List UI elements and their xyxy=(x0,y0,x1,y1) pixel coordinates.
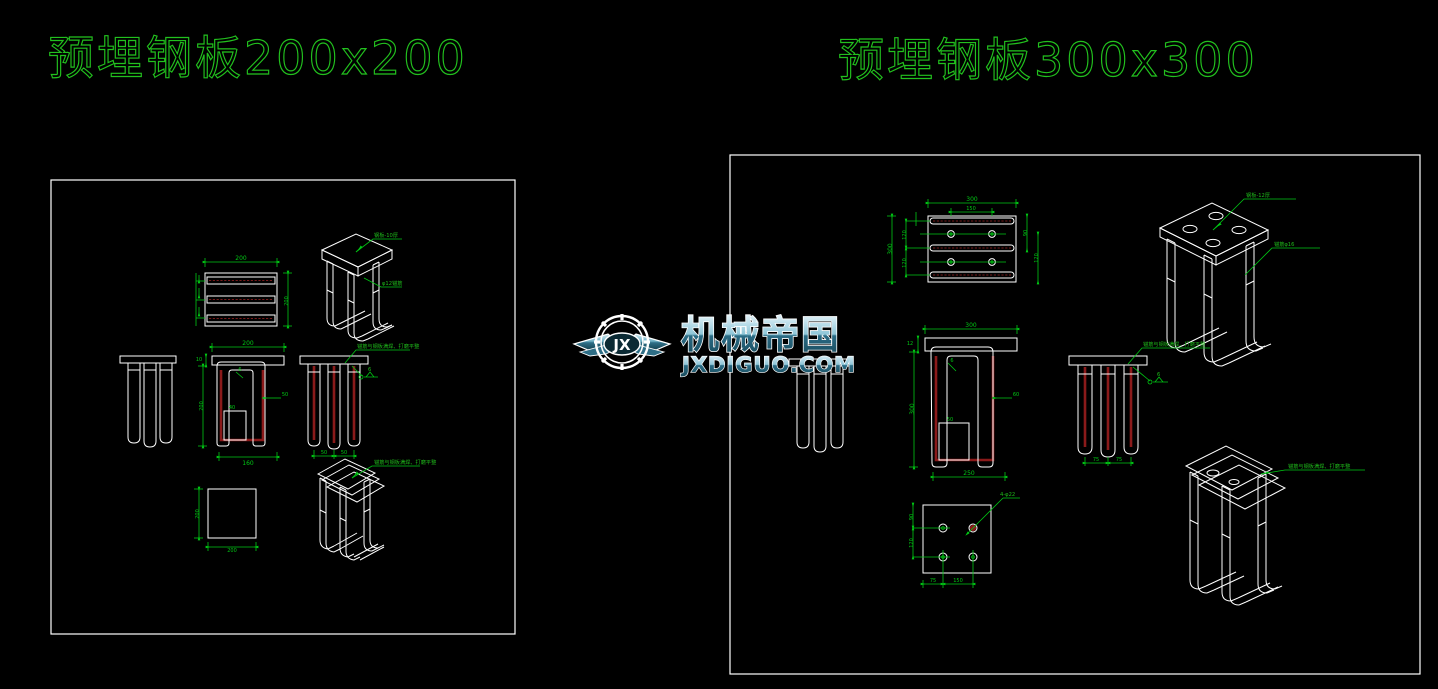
isometric-cage-200: 锚筋与钢板满焊、打磨平整 xyxy=(316,458,436,561)
right-plate-note: 钢板-12厚 xyxy=(1246,191,1270,199)
top300-pitch1-dim: 120 xyxy=(902,230,908,240)
top300-edge2-dim: 120 xyxy=(1034,253,1040,263)
section300-detail-dim: 50 xyxy=(947,417,953,423)
section300-inner-dim: 60 xyxy=(1013,392,1019,398)
front300-spacing-b: 75 xyxy=(1116,457,1122,463)
left-weld-symbol: 6 xyxy=(368,367,371,373)
section300-height-dim: 300 xyxy=(909,403,916,415)
top-view-200: 200 200 xyxy=(195,255,292,329)
right-cage-note: 锚筋与钢板满焊、打磨平整 xyxy=(1288,462,1350,470)
watermark-brand-url: JXDIGUO.COM xyxy=(680,353,856,377)
front-elevation-300: 锚筋与钢板满焊、打磨平整 6 75 75 xyxy=(1068,340,1210,466)
left-panel-title: 预埋钢板200x200 xyxy=(48,31,468,85)
isometric-assembly-300: 钢板-12厚 锚筋φ16 xyxy=(1158,191,1320,367)
hole-plan-edge-top-dim: 90 xyxy=(909,514,915,520)
top-view-height-dim: 200 xyxy=(284,296,290,306)
right-panel-border xyxy=(729,154,1421,675)
top-view-width-dim: 200 xyxy=(235,255,247,262)
side-elevation-300 xyxy=(788,358,852,453)
section-mark: 6 xyxy=(238,367,241,373)
left-weld-note: 锚筋与钢板满焊、打磨平整 xyxy=(357,342,419,350)
hole-callout: 4-φ22 xyxy=(1000,492,1015,498)
top300-pitch2-dim: 120 xyxy=(902,258,908,268)
right-weld-symbol: 6 xyxy=(1157,372,1160,378)
top300-edge1-dim: 90 xyxy=(1023,230,1029,236)
watermark-brand-cn: 机械帝国 xyxy=(681,313,841,357)
logo-mark-text: JX xyxy=(612,336,631,354)
top-view-300: 300 150 90 120 300 120 120 xyxy=(887,196,1040,285)
section-thickness-dim: 10 xyxy=(196,357,202,363)
hole-plan-300: 90 120 75 150 4-φ22 xyxy=(909,492,1020,588)
section300-thickness-dim: 12 xyxy=(907,341,913,347)
left-anchor-note: φ12锚筋 xyxy=(382,279,402,287)
top300-width-dim: 300 xyxy=(966,196,978,203)
winged-gear-icon: JX xyxy=(572,314,672,370)
front-spacing-b: 50 xyxy=(341,450,347,456)
section300-width-dim: 300 xyxy=(965,322,977,329)
section-view-300: 300 300 12 250 50 60 6 xyxy=(907,322,1020,481)
section-height-dim: 200 xyxy=(199,401,205,411)
front300-spacing-a: 75 xyxy=(1093,457,1099,463)
isometric-assembly-200: 钢板-10厚 φ12锚筋 xyxy=(320,231,402,342)
front-elevation-200: 锚筋与钢板满焊、打磨平整 6 50 50 xyxy=(299,342,419,459)
right-weld-note: 锚筋与钢板满焊、打磨平整 xyxy=(1143,340,1205,348)
right-anchor-note: 锚筋φ16 xyxy=(1274,240,1294,248)
section300-mark: 6 xyxy=(950,358,953,364)
plate-plan-width-dim: 200 xyxy=(227,548,237,554)
hole-plan-gauge-dim: 150 xyxy=(953,578,963,584)
watermark-logo: JX 机械帝国 JXDIGUO.COM xyxy=(572,312,856,378)
right-panel-title: 预埋钢板300x300 xyxy=(838,33,1258,87)
left-cage-note: 锚筋与钢板满焊、打磨平整 xyxy=(374,458,436,466)
left-plate-note: 钢板-10厚 xyxy=(374,231,398,239)
front-spacing-a: 50 xyxy=(321,450,327,456)
left-panel-border xyxy=(50,179,516,635)
section300-inner-width-dim: 250 xyxy=(963,470,975,477)
side-elevation-200 xyxy=(119,355,177,448)
section-width-dim: 200 xyxy=(242,340,254,347)
section-view-200: 200 200 10 160 40 50 6 xyxy=(196,340,288,467)
right-panel-content: 300 150 90 120 300 120 120 xyxy=(788,191,1365,606)
section-detail-dim: 40 xyxy=(229,405,235,411)
section-inner-width-dim: 160 xyxy=(242,460,254,467)
section-inner-dim: 50 xyxy=(282,392,288,398)
isometric-cage-300: 锚筋与钢板满焊、打磨平整 xyxy=(1184,445,1365,606)
top300-gauge-dim: 150 xyxy=(966,206,976,212)
hole-plan-edge-left-dim: 75 xyxy=(930,578,936,584)
left-panel-content: 200 200 xyxy=(119,231,436,561)
top300-height-dim: 300 xyxy=(887,243,894,255)
plate-plan-height-dim: 200 xyxy=(195,509,201,519)
plate-plan-200: 200 200 xyxy=(194,486,259,554)
hole-plan-pitch-dim: 120 xyxy=(909,538,915,548)
